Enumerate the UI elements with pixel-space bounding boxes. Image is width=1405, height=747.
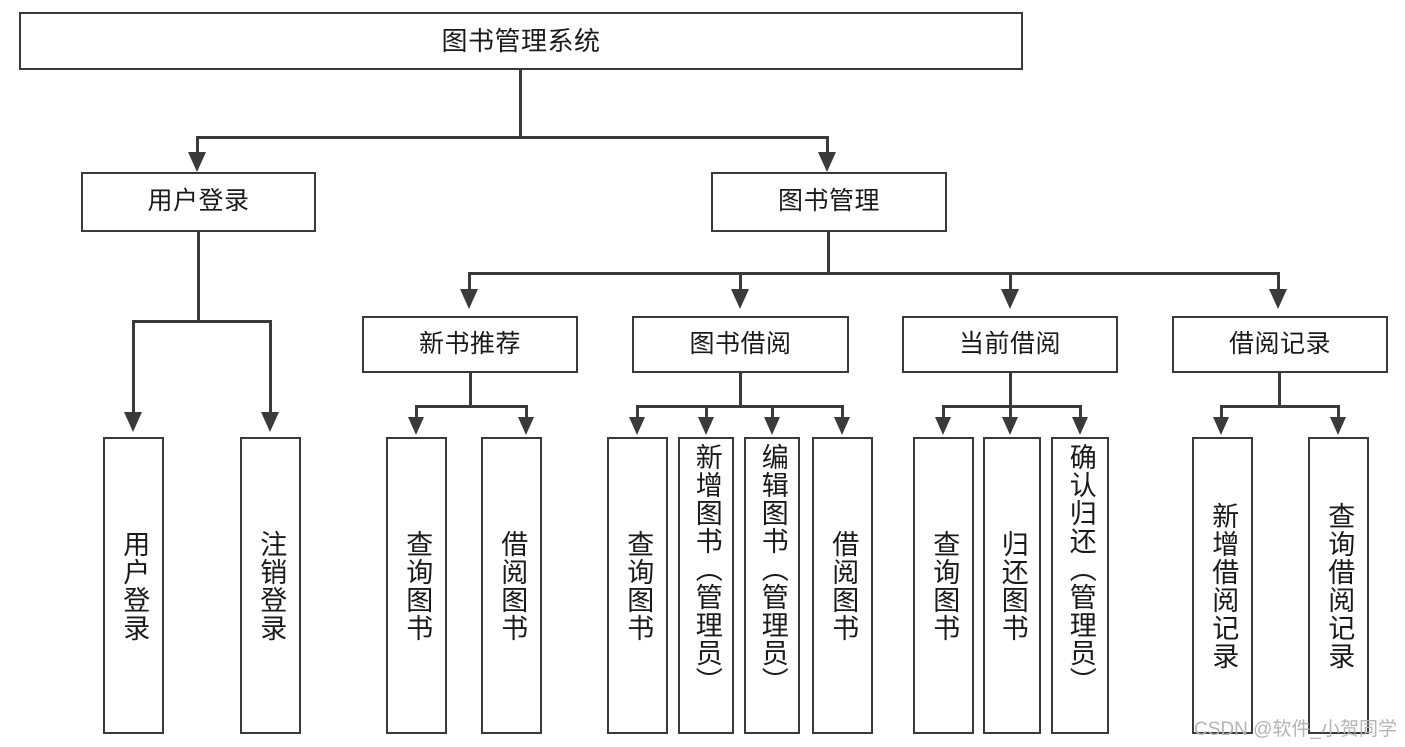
connector-to-borrow-record bbox=[1277, 272, 1280, 294]
node-leaf-confirm-return[interactable]: 确认归还（管理员） bbox=[1051, 437, 1109, 734]
node-leaf-borrow-book-1[interactable]: 借阅图书 bbox=[481, 437, 542, 734]
connector-new-book-rec-stem bbox=[469, 373, 472, 407]
arrowhead-leaf-query-book-1 bbox=[408, 417, 424, 435]
connector-book-borrow-leaf3 bbox=[771, 405, 774, 421]
connector-level3-bus bbox=[468, 272, 1280, 275]
connector-book-borrow-leaf1 bbox=[636, 405, 639, 421]
connector-borrow-record-bus bbox=[1220, 405, 1340, 408]
node-leaf-logout-login[interactable]: 注销登录 bbox=[240, 437, 301, 734]
connector-user-login-bus bbox=[132, 320, 272, 323]
node-user-login[interactable]: 用户登录 bbox=[81, 172, 316, 232]
connector-book-borrow-leaf4 bbox=[841, 405, 844, 421]
node-leaf-borrow-book-2[interactable]: 借阅图书 bbox=[812, 437, 873, 734]
connector-new-book-rec-bus bbox=[415, 405, 528, 408]
arrowhead-leaf-borrow-book-1 bbox=[518, 417, 534, 435]
connector-user-login-leaf1 bbox=[132, 320, 135, 418]
connector-to-new-book-rec bbox=[468, 272, 471, 294]
connector-current-borrow-leaf2 bbox=[1009, 405, 1012, 421]
node-leaf-query-record-label: 查询借阅记录 bbox=[1324, 501, 1355, 670]
node-leaf-logout-login-label: 注销登录 bbox=[256, 529, 287, 642]
connector-book-borrow-bus bbox=[636, 405, 844, 408]
node-current-borrow[interactable]: 当前借阅 bbox=[902, 316, 1118, 373]
arrowhead-leaf-user-login bbox=[124, 412, 142, 432]
arrowhead-user-login bbox=[188, 152, 206, 172]
node-leaf-query-record[interactable]: 查询借阅记录 bbox=[1308, 437, 1369, 734]
node-leaf-user-login-label: 用户登录 bbox=[119, 529, 150, 642]
arrowhead-borrow-record bbox=[1269, 289, 1287, 309]
arrowhead-leaf-add-book bbox=[698, 417, 714, 435]
arrowhead-leaf-confirm-return bbox=[1072, 417, 1088, 435]
arrowhead-leaf-logout-login bbox=[261, 412, 279, 432]
arrowhead-current-borrow bbox=[1001, 289, 1019, 309]
node-leaf-query-book-2[interactable]: 查询图书 bbox=[607, 437, 668, 734]
node-leaf-borrow-book-1-label: 借阅图书 bbox=[497, 529, 528, 642]
node-new-book-rec-label: 新书推荐 bbox=[418, 329, 521, 358]
connector-current-borrow-leaf3 bbox=[1079, 405, 1082, 421]
arrowhead-book-manage bbox=[818, 152, 836, 172]
node-leaf-query-book-1[interactable]: 查询图书 bbox=[386, 437, 447, 734]
arrowhead-leaf-add-record bbox=[1213, 417, 1229, 435]
connector-current-borrow-bus bbox=[942, 405, 1082, 408]
connector-root-stem bbox=[519, 70, 522, 138]
connector-borrow-record-leaf1 bbox=[1220, 405, 1223, 421]
node-current-borrow-label: 当前借阅 bbox=[958, 329, 1061, 358]
connector-user-login-stem bbox=[197, 232, 200, 322]
node-leaf-query-book-2-label: 查询图书 bbox=[623, 529, 654, 642]
node-new-book-rec[interactable]: 新书推荐 bbox=[362, 316, 578, 373]
connector-borrow-record-stem bbox=[1278, 373, 1281, 407]
node-leaf-edit-book-label: 编辑图书（管理员） bbox=[757, 443, 788, 695]
arrowhead-leaf-edit-book bbox=[764, 417, 780, 435]
node-leaf-query-book-3-label: 查询图书 bbox=[929, 529, 960, 642]
connector-book-manage-stem bbox=[827, 232, 830, 274]
connector-root-to-user-login bbox=[196, 136, 199, 158]
node-user-login-label: 用户登录 bbox=[147, 187, 250, 216]
connector-book-borrow-stem bbox=[739, 373, 742, 407]
connector-current-borrow-stem bbox=[1009, 373, 1012, 407]
node-book-manage[interactable]: 图书管理 bbox=[711, 172, 947, 232]
node-leaf-add-book-label: 新增图书（管理员） bbox=[691, 443, 722, 695]
node-leaf-user-login[interactable]: 用户登录 bbox=[103, 437, 164, 734]
node-leaf-return-book-label: 归还图书 bbox=[997, 529, 1028, 642]
arrowhead-book-borrow bbox=[731, 289, 749, 309]
node-leaf-confirm-return-label: 确认归还（管理员） bbox=[1065, 443, 1096, 695]
connector-book-borrow-leaf2 bbox=[705, 405, 708, 421]
node-leaf-query-book-1-label: 查询图书 bbox=[402, 529, 433, 642]
arrowhead-new-book-rec bbox=[460, 289, 478, 309]
connector-new-book-rec-leaf2 bbox=[525, 405, 528, 421]
arrowhead-leaf-query-book-3 bbox=[935, 417, 951, 435]
node-root[interactable]: 图书管理系统 bbox=[19, 12, 1023, 70]
connector-to-book-borrow bbox=[739, 272, 742, 294]
node-root-label: 图书管理系统 bbox=[441, 25, 601, 56]
arrowhead-leaf-borrow-book-2 bbox=[834, 417, 850, 435]
node-book-manage-label: 图书管理 bbox=[777, 187, 880, 216]
arrowhead-leaf-query-record bbox=[1330, 417, 1346, 435]
node-leaf-return-book[interactable]: 归还图书 bbox=[983, 437, 1041, 734]
arrowhead-leaf-query-book-2 bbox=[629, 417, 645, 435]
arrowhead-leaf-return-book bbox=[1002, 417, 1018, 435]
node-borrow-record[interactable]: 借阅记录 bbox=[1172, 316, 1388, 373]
node-book-borrow-label: 图书借阅 bbox=[689, 329, 792, 358]
connector-to-current-borrow bbox=[1009, 272, 1012, 294]
node-leaf-add-book[interactable]: 新增图书（管理员） bbox=[678, 437, 734, 734]
node-borrow-record-label: 借阅记录 bbox=[1228, 329, 1331, 358]
node-leaf-edit-book[interactable]: 编辑图书（管理员） bbox=[744, 437, 800, 734]
connector-new-book-rec-leaf1 bbox=[415, 405, 418, 421]
connector-user-login-leaf2 bbox=[269, 320, 272, 418]
connector-root-bus bbox=[196, 136, 829, 139]
connector-current-borrow-leaf1 bbox=[942, 405, 945, 421]
node-leaf-borrow-book-2-label: 借阅图书 bbox=[828, 529, 859, 642]
connector-borrow-record-leaf2 bbox=[1337, 405, 1340, 421]
node-book-borrow[interactable]: 图书借阅 bbox=[632, 316, 849, 373]
node-leaf-add-record-label: 新增借阅记录 bbox=[1208, 501, 1239, 670]
node-leaf-query-book-3[interactable]: 查询图书 bbox=[913, 437, 974, 734]
connector-root-to-book-manage bbox=[826, 136, 829, 158]
node-leaf-add-record[interactable]: 新增借阅记录 bbox=[1192, 437, 1253, 734]
